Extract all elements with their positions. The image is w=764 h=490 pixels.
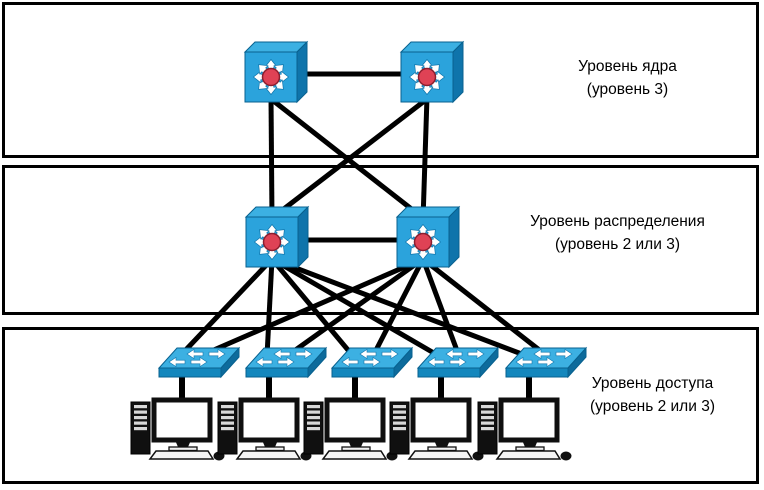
access-switch-2 [246, 348, 326, 377]
link-dist2-access1 [199, 256, 424, 359]
desktop-computer-icon [218, 400, 312, 461]
core-layer-label: Уровень ядра (уровень 3) [540, 55, 715, 101]
link-core2-dist1 [270, 97, 429, 220]
desktop-computer-1 [131, 400, 225, 461]
link-dist2-access3 [370, 257, 426, 358]
distribution-layer-label-line1: Уровень распределения [530, 213, 705, 230]
link-dist1-access2 [264, 258, 275, 357]
workgroup-switch-icon [159, 348, 239, 377]
access-switch-1 [159, 348, 239, 377]
distribution-layer-label-line2: (уровень 2 или 3) [555, 236, 680, 253]
link-core1-dist1 [268, 96, 275, 221]
access-switch-3 [332, 348, 412, 377]
core-switch-2 [401, 42, 463, 102]
workgroup-switch-icon [332, 348, 412, 377]
access-layer-label-line2: (уровень 2 или 3) [590, 398, 715, 415]
distribution-switch-2 [397, 207, 459, 267]
desktop-computer-3 [304, 400, 398, 461]
core-layer-label-line2: (уровень 3) [586, 81, 669, 98]
link-dist2-access2 [285, 256, 425, 359]
distribution-switch-1 [246, 207, 308, 267]
workgroup-switch-icon [246, 348, 326, 377]
desktop-computer-4 [390, 400, 484, 461]
distribution-layer-label: Уровень распределения (уровень 2 или 3) [505, 210, 730, 256]
multilayer-switch-icon [245, 42, 307, 102]
desktop-computer-icon [304, 400, 398, 461]
link-core2-dist2 [420, 96, 430, 221]
desktop-computer-5 [478, 400, 572, 461]
link-dist1-access1 [178, 257, 274, 358]
link-dist2-access5 [421, 257, 549, 358]
distribution-layer-band [2, 165, 759, 315]
desktop-computer-icon [390, 400, 484, 461]
access-layer-band [2, 327, 759, 484]
multilayer-switch-icon [401, 42, 463, 102]
core-layer-band [2, 2, 759, 158]
core-layer-label-line1: Уровень ядра [578, 58, 677, 75]
multilayer-switch-icon [246, 207, 308, 267]
core-switch-1 [245, 42, 307, 102]
desktop-computer-icon [131, 400, 225, 461]
multilayer-switch-icon [397, 207, 459, 267]
link-dist2-access4 [420, 258, 462, 357]
access-layer-label: Уровень доступа (уровень 2 или 3) [560, 372, 745, 418]
desktop-computer-2 [218, 400, 312, 461]
desktop-computer-icon [478, 400, 572, 461]
access-layer-label-line1: Уровень доступа [591, 375, 714, 392]
